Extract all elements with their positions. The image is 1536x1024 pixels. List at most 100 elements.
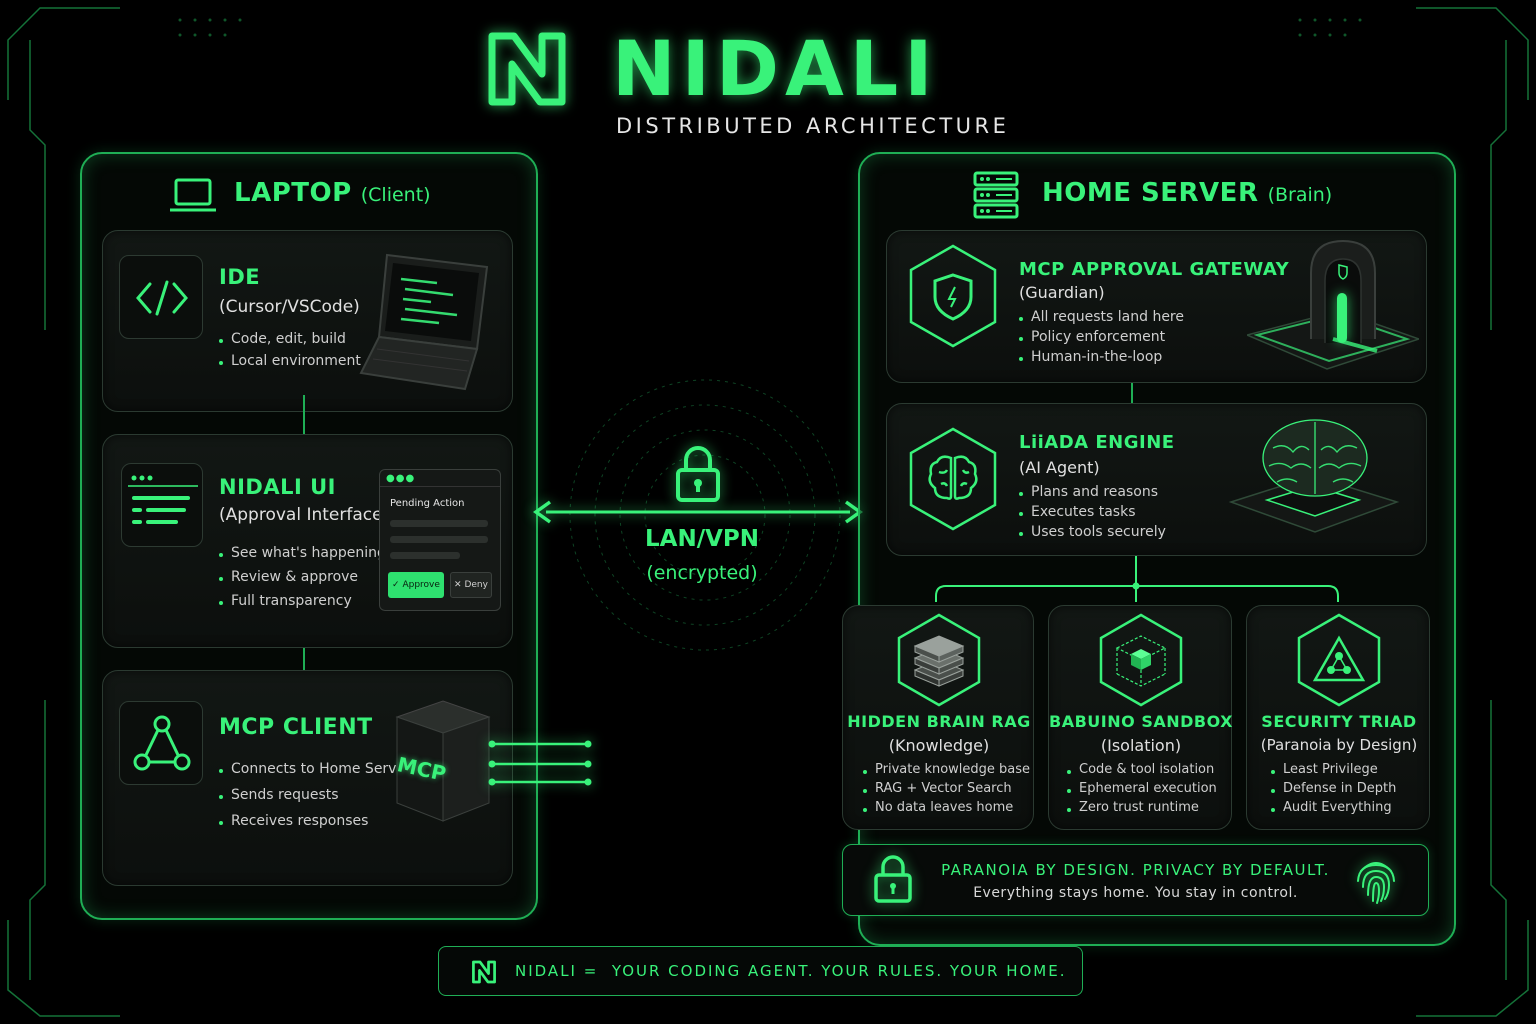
center-rings: [569, 379, 841, 651]
list-item: Receives responses: [219, 813, 411, 829]
window-dots: ●●●: [386, 473, 416, 484]
motto-line-1: PARANOIA BY DESIGN. PRIVACY BY DEFAULT.: [941, 861, 1330, 879]
engine-subtitle: (AI Agent): [1019, 458, 1100, 477]
module-bullets: Code & tool isolation Ephemeral executio…: [1067, 762, 1217, 815]
connector-line: [1131, 383, 1133, 403]
laptop-icon: [170, 178, 216, 212]
nidali-logo-icon: [472, 960, 496, 984]
ui-title: NIDALI UI: [219, 475, 336, 499]
brain-chip-illustration: [1228, 419, 1400, 533]
stack-layers-icon: [897, 613, 981, 707]
list-item: Policy enforcement: [1019, 329, 1184, 345]
module-subtitle: (Paranoia by Design): [1260, 736, 1418, 754]
mcp-client-card: MCP CLIENT Connects to Home Server Sends…: [102, 670, 513, 886]
motto-line-2: Everything stays home. You stay in contr…: [973, 885, 1298, 901]
gateway-card: MCP APPROVAL GATEWAY (Guardian) All requ…: [886, 230, 1427, 383]
interface-icon-box: [121, 463, 203, 547]
code-icon-box: [119, 255, 203, 339]
engine-card: LiiADA ENGINE (AI Agent) Plans and reaso…: [886, 403, 1427, 556]
module-card-security: SECURITY TRIAD (Paranoia by Design) Leas…: [1246, 605, 1430, 830]
mcp-client-bullets: Connects to Home Server Sends requests R…: [219, 761, 411, 829]
approve-button[interactable]: ✓ Approve: [388, 572, 444, 598]
list-item: Review & approve: [219, 569, 386, 585]
connector-line: [303, 395, 305, 445]
sandbox-cube-icon: [1099, 613, 1183, 707]
engine-bullets: Plans and reasons Executes tasks Uses to…: [1019, 484, 1166, 540]
link-label: LAN/VPN: [644, 526, 759, 552]
gateway-title: MCP APPROVAL GATEWAY: [1019, 259, 1290, 280]
gateway-subtitle: (Guardian): [1019, 283, 1105, 302]
brand-name: NIDALI: [612, 24, 939, 113]
module-card-rag: HIDDEN BRAIN RAG (Knowledge) Private kno…: [842, 605, 1034, 830]
branch-connector: [935, 556, 1339, 602]
module-subtitle: (Isolation): [1100, 736, 1182, 755]
approval-mock-window: ●●● Pending Action ✓ Approve ✕ Deny: [379, 469, 501, 611]
footer-text: NIDALI = YOUR CODING AGENT. YOUR RULES. …: [515, 962, 1067, 980]
server-icon: [973, 171, 1019, 219]
module-card-sandbox: BABUINO SANDBOX (Isolation) Code & tool …: [1048, 605, 1232, 830]
list-item: Zero trust runtime: [1067, 800, 1217, 815]
check-icon: ✓: [392, 580, 400, 590]
list-item: Full transparency: [219, 593, 386, 609]
link-sublabel: (encrypted): [646, 562, 758, 584]
motto-bar: PARANOIA BY DESIGN. PRIVACY BY DEFAULT. …: [842, 844, 1429, 916]
brand-tagline: DISTRIBUTED ARCHITECTURE: [616, 114, 1010, 138]
laptop-illustration: [359, 253, 489, 391]
nidali-logo-icon: [488, 32, 566, 106]
module-title: BABUINO SANDBOX: [1049, 712, 1233, 731]
ui-bullets: See what's happening Review & approve Fu…: [219, 545, 386, 609]
server-title: HOME SERVER (Brain): [1042, 178, 1333, 208]
lock-icon: [676, 446, 720, 502]
list-item: No data leaves home: [863, 800, 1030, 815]
fingerprint-icon: [1357, 862, 1395, 904]
brand-header: NIDALI DISTRIBUTED ARCHITECTURE: [480, 22, 1060, 142]
list-item: Plans and reasons: [1019, 484, 1166, 500]
list-item: Least Privilege: [1271, 762, 1396, 777]
shield-icon: [909, 244, 997, 348]
gateway-bullets: All requests land here Policy enforcemen…: [1019, 309, 1184, 365]
list-item: Defense in Depth: [1271, 781, 1396, 796]
module-subtitle: (Knowledge): [888, 736, 990, 755]
list-item: Code & tool isolation: [1067, 762, 1217, 777]
x-icon: ✕: [454, 580, 462, 590]
list-item: Connects to Home Server: [219, 761, 411, 777]
ide-title: IDE: [219, 265, 261, 289]
list-item: Executes tasks: [1019, 504, 1166, 520]
mcp-signal-lines: [488, 740, 592, 786]
footer-bar: NIDALI = YOUR CODING AGENT. YOUR RULES. …: [438, 946, 1083, 996]
code-icon: [136, 280, 188, 316]
list-item: Code, edit, build: [219, 331, 361, 347]
list-item: Human-in-the-loop: [1019, 349, 1184, 365]
list-item: Sends requests: [219, 787, 411, 803]
ide-subtitle: (Cursor/VSCode): [219, 297, 360, 317]
nidali-ui-card: NIDALI UI (Approval Interface) See what'…: [102, 434, 513, 648]
network-graph-icon: [133, 715, 191, 771]
module-bullets: Private knowledge base RAG + Vector Sear…: [863, 762, 1030, 815]
list-item: See what's happening: [219, 545, 386, 561]
list-item: RAG + Vector Search: [863, 781, 1030, 796]
ide-bullets: Code, edit, build Local environment: [219, 331, 361, 369]
ui-subtitle: (Approval Interface): [219, 505, 390, 525]
gateway-arch-illustration: [1247, 239, 1419, 370]
module-title: SECURITY TRIAD: [1261, 712, 1417, 731]
pending-action-label: Pending Action: [390, 498, 465, 509]
module-bullets: Least Privilege Defense in Depth Audit E…: [1271, 762, 1396, 815]
list-item: Local environment: [219, 353, 361, 369]
list-item: Ephemeral execution: [1067, 781, 1217, 796]
brain-icon: [909, 427, 997, 531]
module-title: HIDDEN BRAIN RAG: [847, 712, 1031, 731]
padlock-icon: [874, 855, 912, 903]
network-icon-box: [119, 701, 203, 785]
mcp-cube-illustration: [395, 700, 491, 822]
deny-button[interactable]: ✕ Deny: [450, 572, 492, 598]
list-item: Uses tools securely: [1019, 524, 1166, 540]
list-item: All requests land here: [1019, 309, 1184, 325]
laptop-title: LAPTOP (Client): [234, 178, 431, 208]
triad-icon: [1297, 613, 1381, 707]
interface-icon: [128, 475, 198, 524]
mcp-client-title: MCP CLIENT: [219, 715, 373, 740]
ide-card: IDE (Cursor/VSCode) Code, edit, build Lo…: [102, 230, 513, 412]
connector-line: [303, 632, 305, 682]
list-item: Audit Everything: [1271, 800, 1396, 815]
